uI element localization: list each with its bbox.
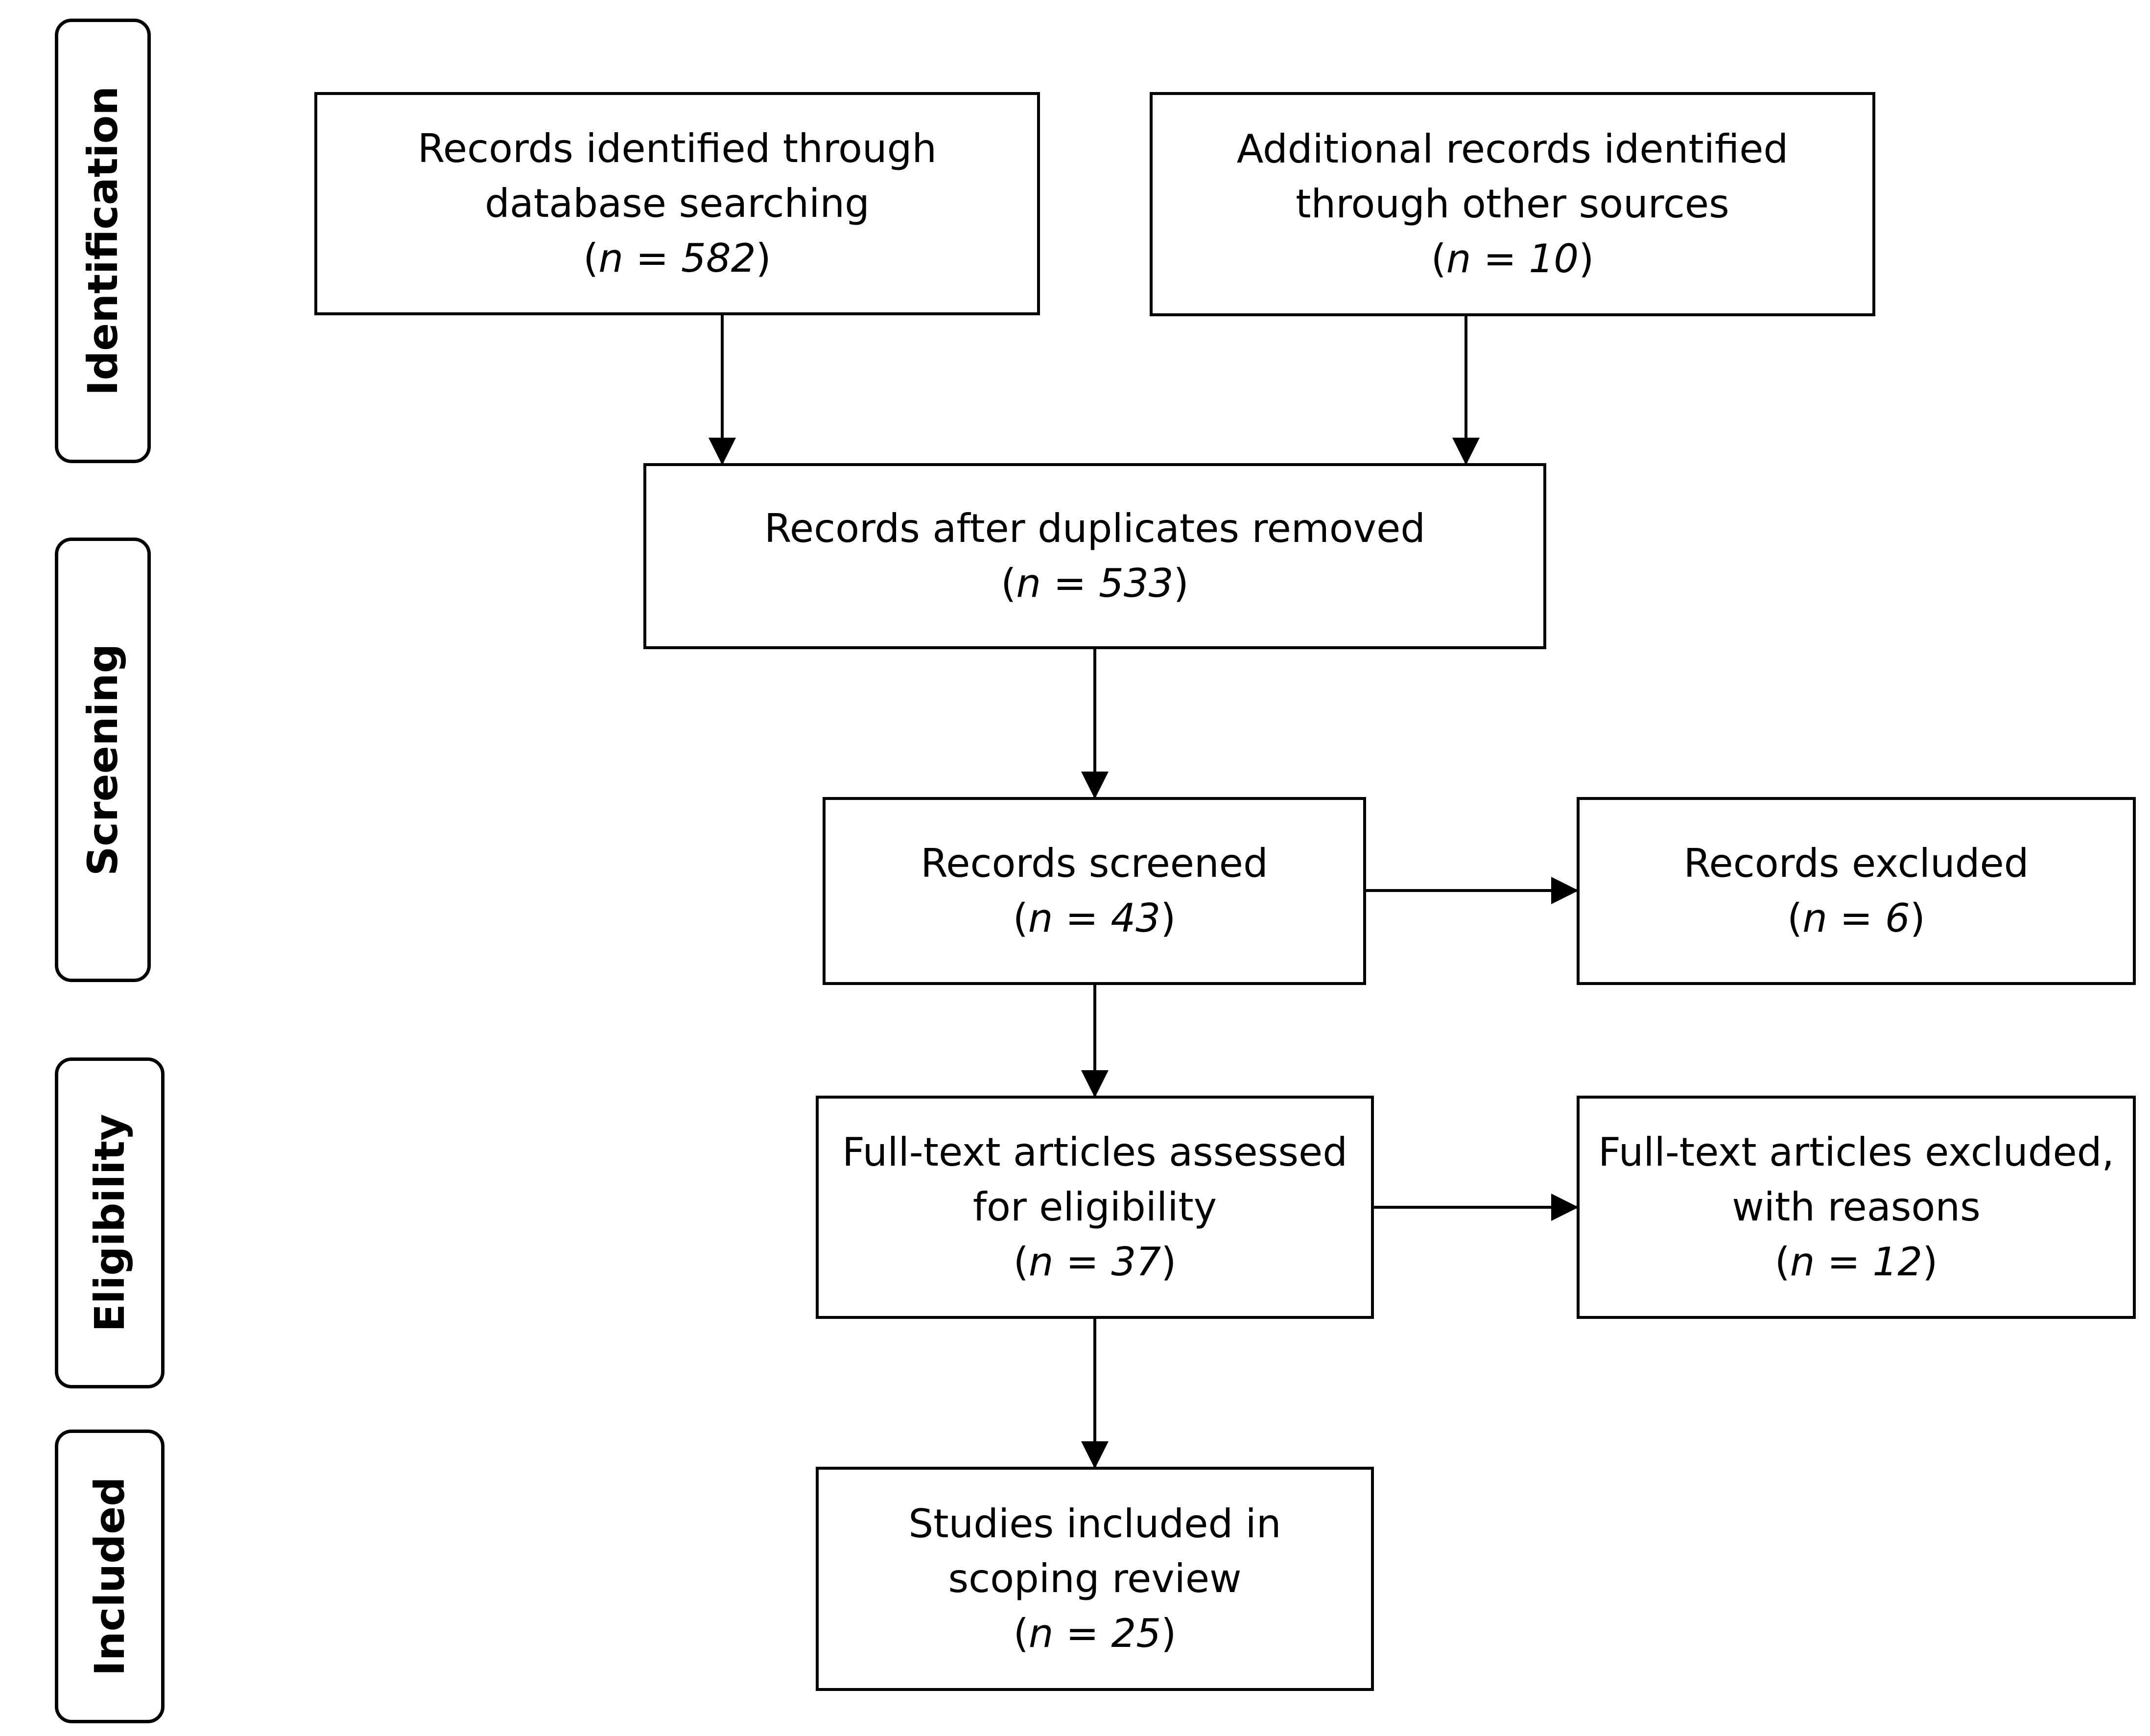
box-records-excluded: Records excluded (n = 6) [1577, 797, 2136, 985]
phase-included: Included [55, 1430, 165, 1723]
box-other-line2: through other sources [1296, 181, 1729, 227]
box-deduplicated: Records after duplicates removed (n = 53… [643, 463, 1546, 649]
box-database-count: (n = 582) [583, 235, 771, 281]
box-fulltext-excluded: Full-text articles excluded, with reason… [1577, 1096, 2136, 1319]
box-fulltext-assessed: Full-text articles assessed for eligibil… [816, 1096, 1374, 1319]
box-fulltext-excluded-line1: Full-text articles excluded, [1598, 1129, 2114, 1175]
box-database-line1: Records identified through [417, 126, 937, 171]
box-other-count: (n = 10) [1431, 236, 1594, 282]
box-studies-included: Studies included in scoping review (n = … [816, 1467, 1374, 1691]
box-deduplicated-line1: Records after duplicates removed [764, 506, 1426, 551]
phase-screening: Screening [55, 538, 151, 982]
box-included-count: (n = 25) [1013, 1611, 1177, 1656]
box-screened-line1: Records screened [921, 841, 1268, 886]
box-database-line2: database searching [485, 181, 870, 226]
box-other-line1: Additional records identified [1236, 126, 1789, 172]
box-deduplicated-count: (n = 533) [1001, 561, 1189, 606]
box-other-sources: Additional records identified through ot… [1150, 92, 1875, 316]
box-screened-count: (n = 43) [1013, 895, 1176, 941]
box-included-line1: Studies included in [908, 1501, 1281, 1547]
box-fulltext-excluded-line2: with reasons [1732, 1184, 1981, 1230]
box-fulltext-excluded-count: (n = 12) [1774, 1239, 1938, 1285]
phase-eligibility: Eligibility [55, 1057, 165, 1388]
phase-identification: Identification [55, 19, 151, 463]
box-excluded-line1: Records excluded [1683, 841, 2029, 886]
box-included-line2: scoping review [948, 1556, 1242, 1601]
box-fulltext-count: (n = 37) [1013, 1239, 1177, 1285]
box-database-records: Records identified through database sear… [314, 92, 1040, 315]
box-fulltext-line1: Full-text articles assessed [842, 1129, 1347, 1175]
box-records-screened: Records screened (n = 43) [823, 797, 1366, 985]
box-excluded-count: (n = 6) [1787, 895, 1925, 941]
box-fulltext-line2: for eligibility [972, 1184, 1217, 1230]
